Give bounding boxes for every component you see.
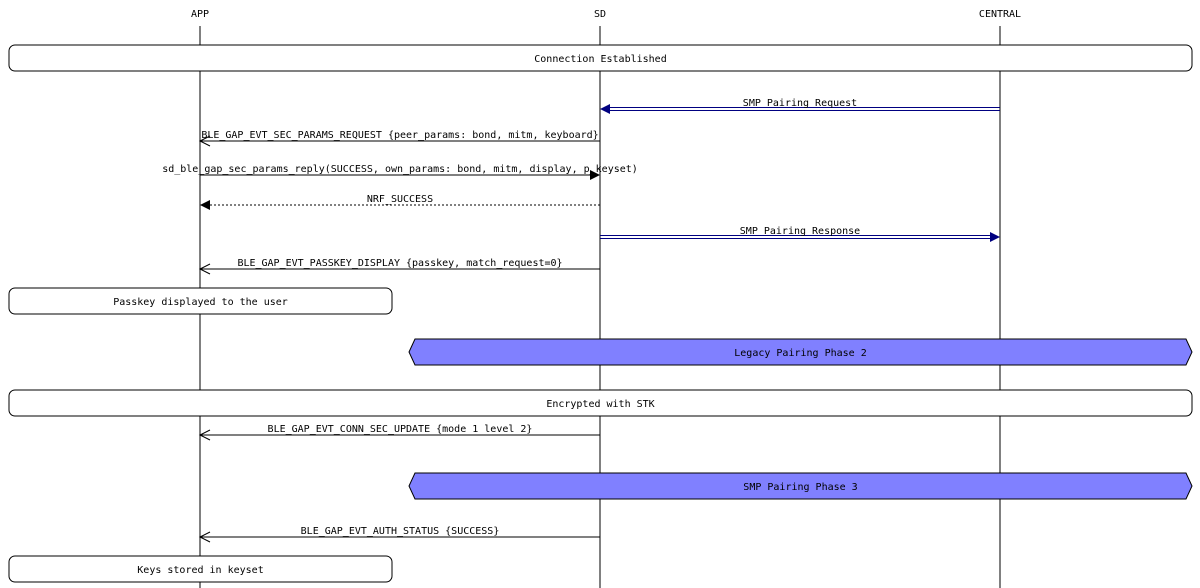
note-label: Passkey displayed to the user xyxy=(113,297,288,308)
message-label: SMP Pairing Response xyxy=(740,226,860,237)
phase-label: SMP Pairing Phase 3 xyxy=(743,482,857,493)
event-message: BLE_GAP_EVT_PASSKEY_DISPLAY {passkey, ma… xyxy=(198,258,600,275)
event-box: Passkey displayed to the user xyxy=(8,287,393,315)
event-message: BLE_GAP_EVT_CONN_SEC_UPDATE {mode 1 leve… xyxy=(198,424,600,441)
event-message: SMP Pairing Request xyxy=(600,98,1000,114)
phase-box xyxy=(408,338,1193,366)
note-box xyxy=(8,389,1193,417)
arrow-head-open-icon xyxy=(198,135,211,147)
arrow-head-open-icon xyxy=(198,429,211,441)
event-box: Connection Established xyxy=(8,44,1193,72)
phase-label: Legacy Pairing Phase 2 xyxy=(734,348,866,359)
arrow-head-open-icon xyxy=(198,263,211,275)
arrow-head-icon xyxy=(600,104,610,114)
note-label: Encrypted with STK xyxy=(546,399,654,410)
arrow-head-icon xyxy=(590,170,600,180)
note-box xyxy=(8,287,393,315)
event-phase: SMP Pairing Phase 3 xyxy=(408,472,1193,500)
note-box xyxy=(8,555,393,583)
event-message: sd_ble_gap_sec_params_reply(SUCCESS, own… xyxy=(162,164,638,180)
arrow-head-icon xyxy=(990,232,1000,242)
note-box xyxy=(8,44,1193,72)
participant-app-label: APP xyxy=(191,9,209,20)
event-box: Keys stored in keyset xyxy=(8,555,393,583)
message-label: BLE_GAP_EVT_CONN_SEC_UPDATE {mode 1 leve… xyxy=(268,424,533,435)
event-message: BLE_GAP_EVT_AUTH_STATUS {SUCCESS} xyxy=(198,526,600,543)
event-phase: Legacy Pairing Phase 2 xyxy=(408,338,1193,366)
message-label: SMP Pairing Request xyxy=(743,98,857,109)
message-label: BLE_GAP_EVT_SEC_PARAMS_REQUEST {peer_par… xyxy=(201,130,598,141)
event-message: SMP Pairing Response xyxy=(600,226,1000,242)
arrow-head-icon xyxy=(200,200,210,210)
message-label: sd_ble_gap_sec_params_reply(SUCCESS, own… xyxy=(162,164,638,175)
phase-box xyxy=(408,472,1193,500)
participant-sd-label: SD xyxy=(594,9,606,20)
participant-central-label: CENTRAL xyxy=(979,9,1021,20)
note-label: Keys stored in keyset xyxy=(137,565,263,576)
message-label: NRF_SUCCESS xyxy=(367,194,433,205)
message-label: BLE_GAP_EVT_AUTH_STATUS {SUCCESS} xyxy=(301,526,500,537)
event-box: Encrypted with STK xyxy=(8,389,1193,417)
note-label: Connection Established xyxy=(534,54,666,65)
arrow-head-open-icon xyxy=(198,531,211,543)
event-message: BLE_GAP_EVT_SEC_PARAMS_REQUEST {peer_par… xyxy=(198,130,600,147)
event-message: NRF_SUCCESS xyxy=(200,194,600,210)
message-label: BLE_GAP_EVT_PASSKEY_DISPLAY {passkey, ma… xyxy=(237,258,562,269)
